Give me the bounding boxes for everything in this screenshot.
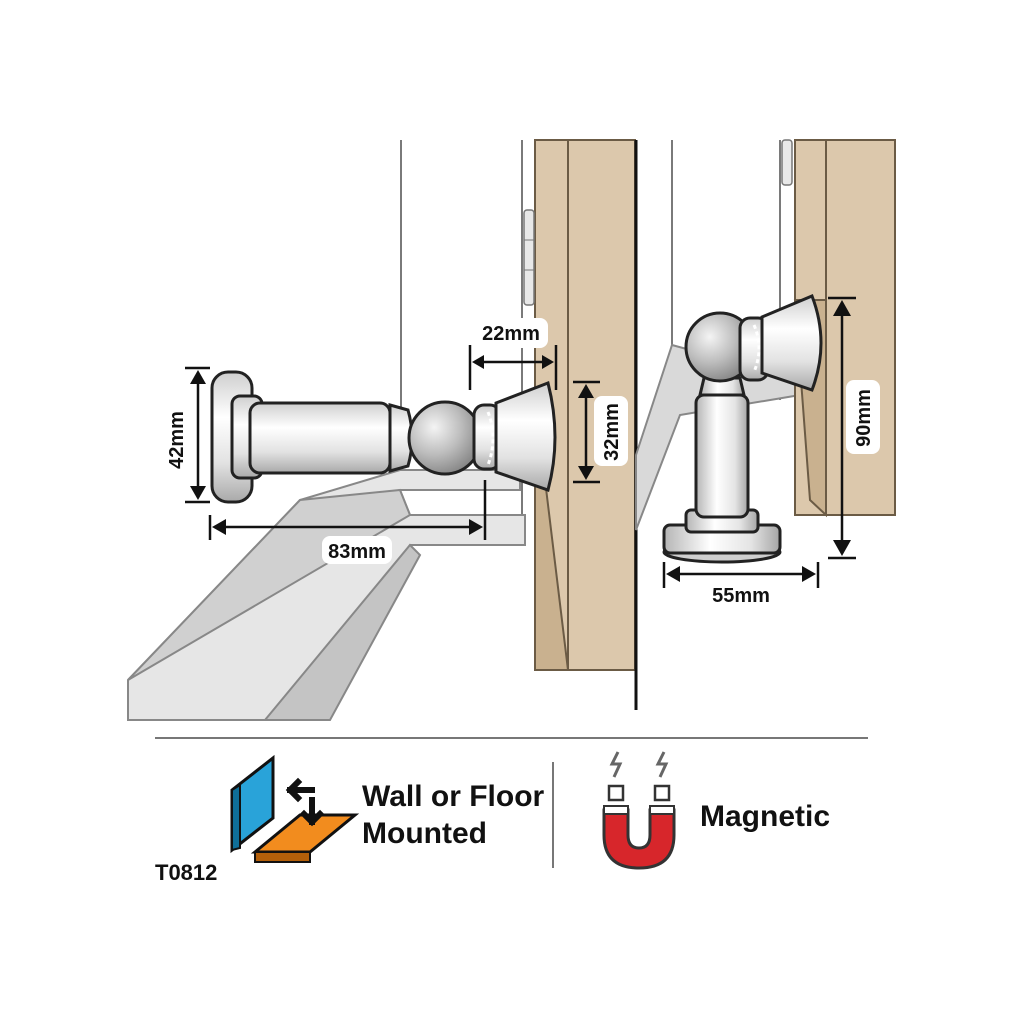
- floor-door-stop: [662, 294, 823, 564]
- dimension-receiver-diameter: 32mm: [573, 380, 628, 484]
- magnet-icon: [602, 751, 676, 870]
- dim-label-55: 55mm: [712, 585, 770, 607]
- dimension-wall-length: 83mm: [208, 480, 487, 564]
- dim-label-83: 83mm: [328, 541, 386, 563]
- dimension-floor-height: 90mm: [828, 296, 880, 560]
- dimension-receiver-depth: 22mm: [468, 318, 558, 390]
- door-hinge: [523, 209, 535, 306]
- wall-mount-scene: 42mm 83mm 22mm: [127, 139, 636, 721]
- dim-label-42: 42mm: [166, 411, 188, 469]
- dim-label-32: 32mm: [601, 403, 623, 461]
- dimension-floor-base: 55mm: [662, 562, 820, 607]
- dimension-wall-height: 42mm: [160, 366, 210, 504]
- wall-door-stop: [210, 370, 557, 504]
- wall-floor-mount-icon: [230, 754, 360, 863]
- floor-mount-scene: 90mm 55mm: [635, 139, 896, 607]
- feature-mount-line2: Mounted: [362, 817, 487, 850]
- product-code: T0812: [155, 860, 217, 885]
- dim-label-90: 90mm: [853, 389, 875, 447]
- dim-label-22: 22mm: [482, 323, 540, 345]
- feature-mount-line1: Wall or Floor: [362, 780, 545, 813]
- feature-magnetic-label: Magnetic: [700, 800, 830, 833]
